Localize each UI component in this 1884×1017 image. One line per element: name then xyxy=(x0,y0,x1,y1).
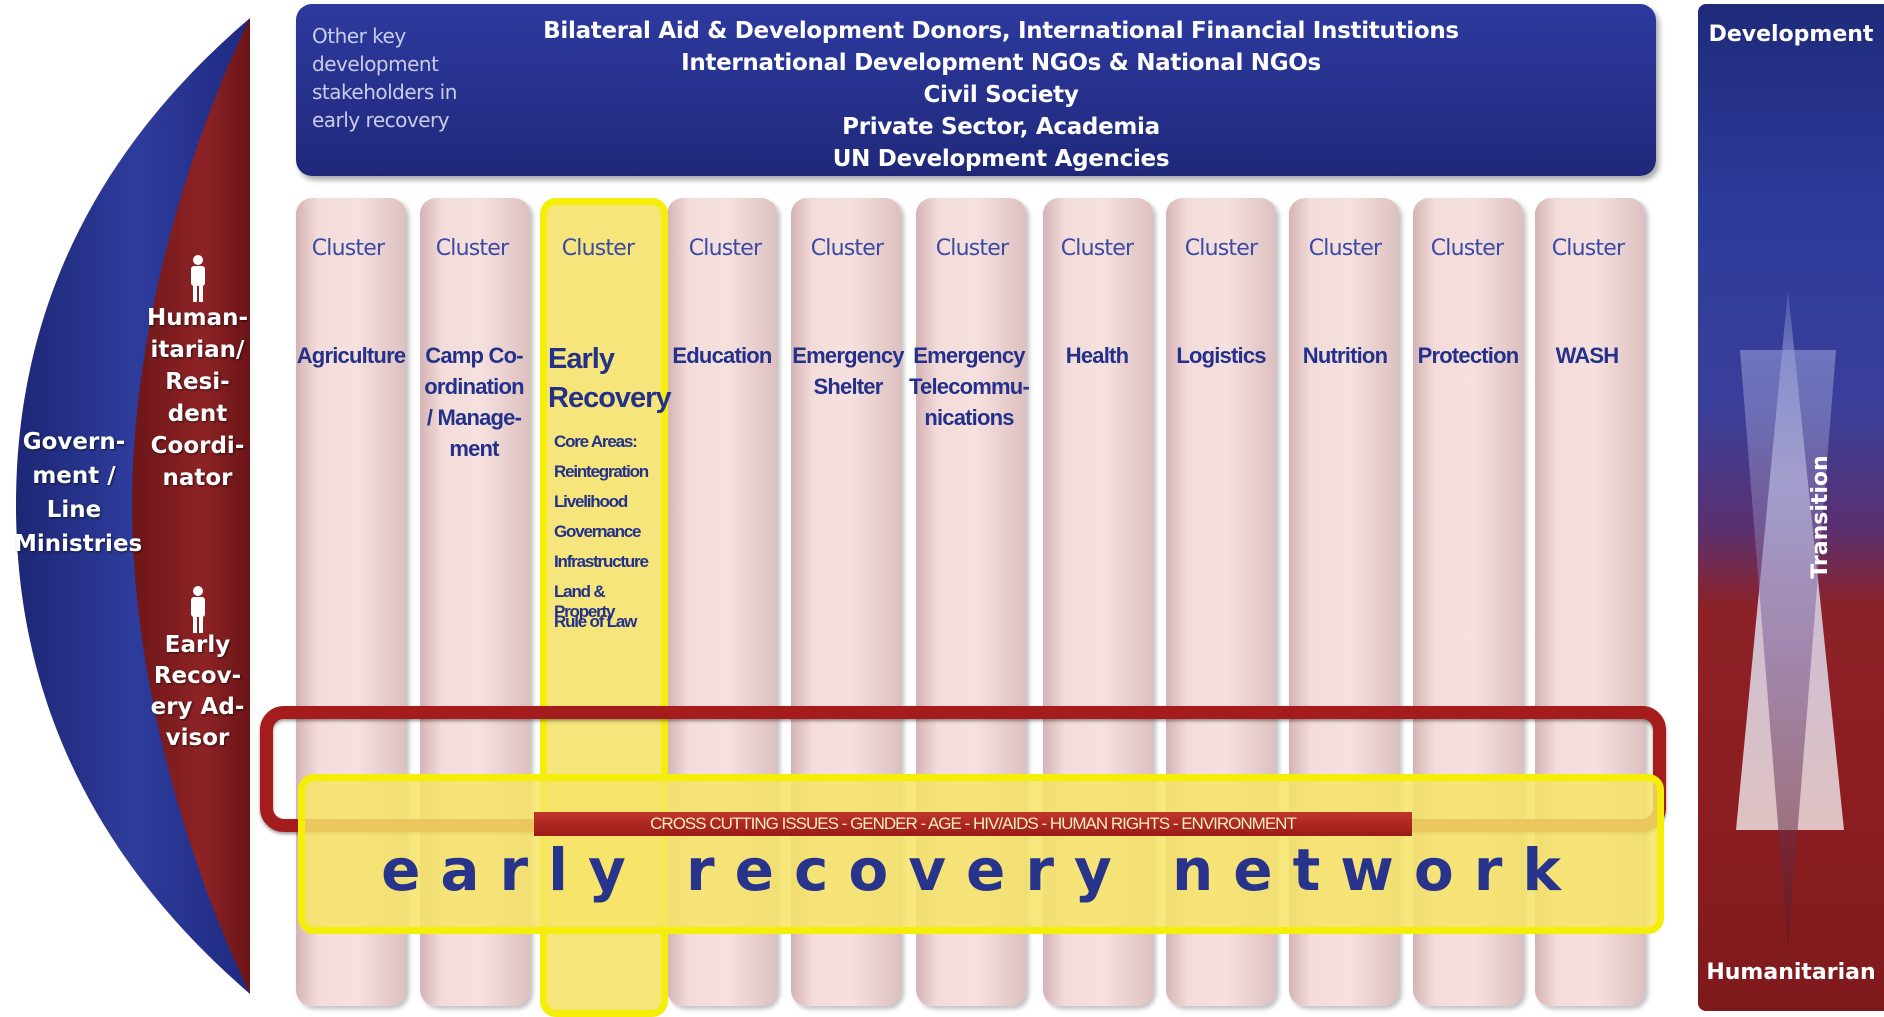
stakeholder-line: Bilateral Aid & Development Donors, Inte… xyxy=(543,18,1459,44)
early-recovery-advisor-label: Early Recov- ery Ad- visor xyxy=(150,632,245,751)
cluster-name-wash: WASH xyxy=(1555,343,1620,368)
cluster-name-emergency-telecommunications: Emergency Telecommu- nications xyxy=(909,343,1030,430)
cluster-name-health: Health xyxy=(1065,343,1129,368)
transition-arrows-graphic xyxy=(1736,290,1844,950)
cross-cutting-bar xyxy=(534,812,1412,836)
person-icon xyxy=(191,255,205,302)
government-line-ministries-label: Govern- ment / Line Ministries xyxy=(14,429,143,557)
development-label: Development xyxy=(1708,22,1874,47)
core-area-item: Rule of Law xyxy=(554,612,637,631)
cluster-label: Cluster xyxy=(1060,236,1134,261)
core-area-item: Infrastructure xyxy=(554,552,649,571)
cluster-label: Cluster xyxy=(1430,236,1504,261)
coordinator-arc xyxy=(132,18,250,994)
stakeholder-banner: Other key development stakeholders in ea… xyxy=(296,4,1656,176)
cluster-label: Cluster xyxy=(1308,236,1382,261)
cluster-label: Cluster xyxy=(688,236,762,261)
cluster-name-agriculture: Agriculture xyxy=(296,343,406,368)
early-recovery-network-label: early recovery network xyxy=(381,836,1581,904)
cluster-name-protection: Protection xyxy=(1417,343,1520,368)
stakeholder-line: Civil Society xyxy=(923,82,1079,108)
humanitarian-label: Humanitarian xyxy=(1706,960,1876,985)
cluster-name-logistics: Logistics xyxy=(1176,343,1266,368)
stakeholder-line: UN Development Agencies xyxy=(832,146,1170,172)
cluster-label: Cluster xyxy=(935,236,1009,261)
cluster-label: Cluster xyxy=(810,236,884,261)
person-icon xyxy=(191,586,205,633)
core-areas-title: Core Areas: xyxy=(554,432,638,451)
cluster-name-early-recovery: Early Recovery xyxy=(548,343,672,414)
transition-label: Transition xyxy=(1808,455,1833,579)
cluster-label: Cluster xyxy=(1184,236,1258,261)
cluster-name-education: Education xyxy=(672,343,772,368)
cluster-name-nutrition: Nutrition xyxy=(1302,343,1388,368)
humanitarian-resident-coordinator-label: Human- itarian/ Resi- dent Coordi- nator xyxy=(146,305,249,491)
core-area-item: Reintegration xyxy=(554,462,649,481)
cluster-label: Cluster xyxy=(435,236,509,261)
cluster-name-camp-coordination: Camp Co- ordination / Manage- ment xyxy=(424,343,524,461)
cluster-label: Cluster xyxy=(1551,236,1625,261)
core-area-item: Land & Property xyxy=(554,582,616,621)
cross-cutting-issues-label: CROSS CUTTING ISSUES - GENDER - AGE - HI… xyxy=(650,814,1297,833)
cluster-label: Cluster xyxy=(561,236,635,261)
stakeholder-list: Bilateral Aid & Development Donors, Inte… xyxy=(496,15,1506,175)
core-area-item: Livelihood xyxy=(554,492,628,511)
cluster-label: Cluster xyxy=(311,236,385,261)
cluster-name-emergency-shelter: Emergency Shelter xyxy=(792,343,904,399)
stakeholder-note: Other key development stakeholders in ea… xyxy=(312,24,457,132)
left-stakeholder-arcs xyxy=(16,18,250,994)
early-recovery-network-band xyxy=(298,774,1664,934)
stakeholder-line: International Development NGOs & Nationa… xyxy=(681,50,1321,76)
core-area-item: Governance xyxy=(554,522,641,541)
stakeholder-line: Private Sector, Academia xyxy=(842,114,1160,140)
